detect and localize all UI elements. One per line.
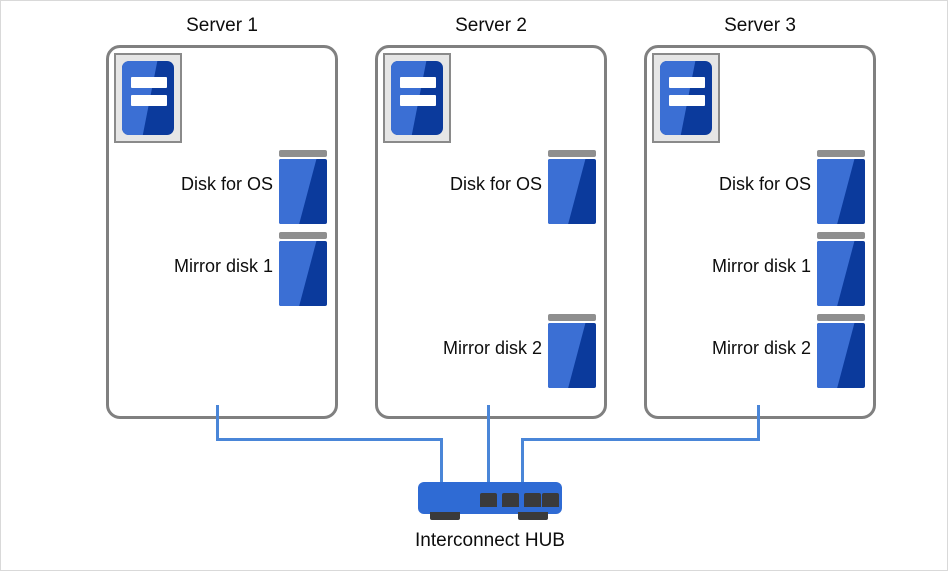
disk-cap: [817, 232, 865, 239]
disk-label: Mirror disk 2: [442, 338, 542, 358]
connector-server-1-segment-right: [216, 438, 443, 441]
disk-body: [817, 241, 865, 306]
disk-row: Mirror disk 2: [647, 312, 873, 388]
disk-icon: [279, 150, 327, 224]
disk-icon: [279, 232, 327, 306]
disk-body: [279, 159, 327, 224]
hub-port-1: [480, 493, 497, 507]
network-hub-icon[interactable]: [418, 482, 562, 514]
hub-port-4: [542, 493, 559, 507]
connector-server-3-segment-left: [521, 438, 760, 441]
disk-label: Mirror disk 1: [711, 256, 811, 276]
disk-body: [548, 323, 596, 388]
hub-label: Interconnect HUB: [415, 530, 565, 551]
hub-foot-right: [518, 512, 548, 520]
server-tower-bar-1: [669, 77, 705, 88]
disk-label: Disk for OS: [718, 174, 811, 194]
connector-server-2-segment-down: [487, 405, 490, 484]
hub-port-3: [524, 493, 541, 507]
hub-port-2: [502, 493, 519, 507]
disk-row: Mirror disk 1: [647, 230, 873, 306]
disk-row: Disk for OS: [378, 148, 604, 224]
server-tower-icon: [383, 53, 451, 143]
server-tower-bar-2: [131, 95, 167, 106]
disk-cap: [817, 150, 865, 157]
disk-body: [817, 159, 865, 224]
server-tower-bar-2: [669, 95, 705, 106]
server-2-title: Server 2: [455, 15, 527, 36]
server-tower-bar-1: [400, 77, 436, 88]
server-tower-body: [660, 61, 712, 135]
server-tower-bar-1: [131, 77, 167, 88]
server-2-box[interactable]: Disk for OS Mirror disk 2: [375, 45, 607, 419]
disk-row: Mirror disk 1: [109, 230, 335, 306]
disk-cap: [279, 232, 327, 239]
server-tower-bar-2: [400, 95, 436, 106]
disk-row: Disk for OS: [647, 148, 873, 224]
connector-server-1-segment-to-hub: [440, 438, 443, 484]
disk-body: [279, 241, 327, 306]
disk-label: Disk for OS: [449, 174, 542, 194]
disk-icon: [548, 314, 596, 388]
disk-cap: [548, 314, 596, 321]
disk-cap: [548, 150, 596, 157]
disk-icon: [817, 232, 865, 306]
disk-icon: [548, 150, 596, 224]
disk-row: Disk for OS: [109, 148, 335, 224]
disk-body: [817, 323, 865, 388]
disk-cap: [279, 150, 327, 157]
disk-icon: [817, 150, 865, 224]
disk-label: Mirror disk 2: [711, 338, 811, 358]
server-1-box[interactable]: Disk for OS Mirror disk 1: [106, 45, 338, 419]
hub-foot-left: [430, 512, 460, 520]
disk-label: Mirror disk 1: [173, 256, 273, 276]
server-tower-icon: [114, 53, 182, 143]
disk-cap: [817, 314, 865, 321]
disk-body: [548, 159, 596, 224]
server-tower-body: [122, 61, 174, 135]
server-1-title: Server 1: [186, 15, 258, 36]
connector-server-3-segment-to-hub: [521, 438, 524, 484]
connector-server-3-segment-down: [757, 405, 760, 441]
disk-row: Mirror disk 2: [378, 312, 604, 388]
server-3-title: Server 3: [724, 15, 796, 36]
server-tower-icon: [652, 53, 720, 143]
server-tower-body: [391, 61, 443, 135]
server-3-box[interactable]: Disk for OS Mirror disk 1 Mirror disk 2: [644, 45, 876, 419]
disk-icon: [817, 314, 865, 388]
disk-label: Disk for OS: [180, 174, 273, 194]
connector-server-1-segment-down: [216, 405, 219, 441]
